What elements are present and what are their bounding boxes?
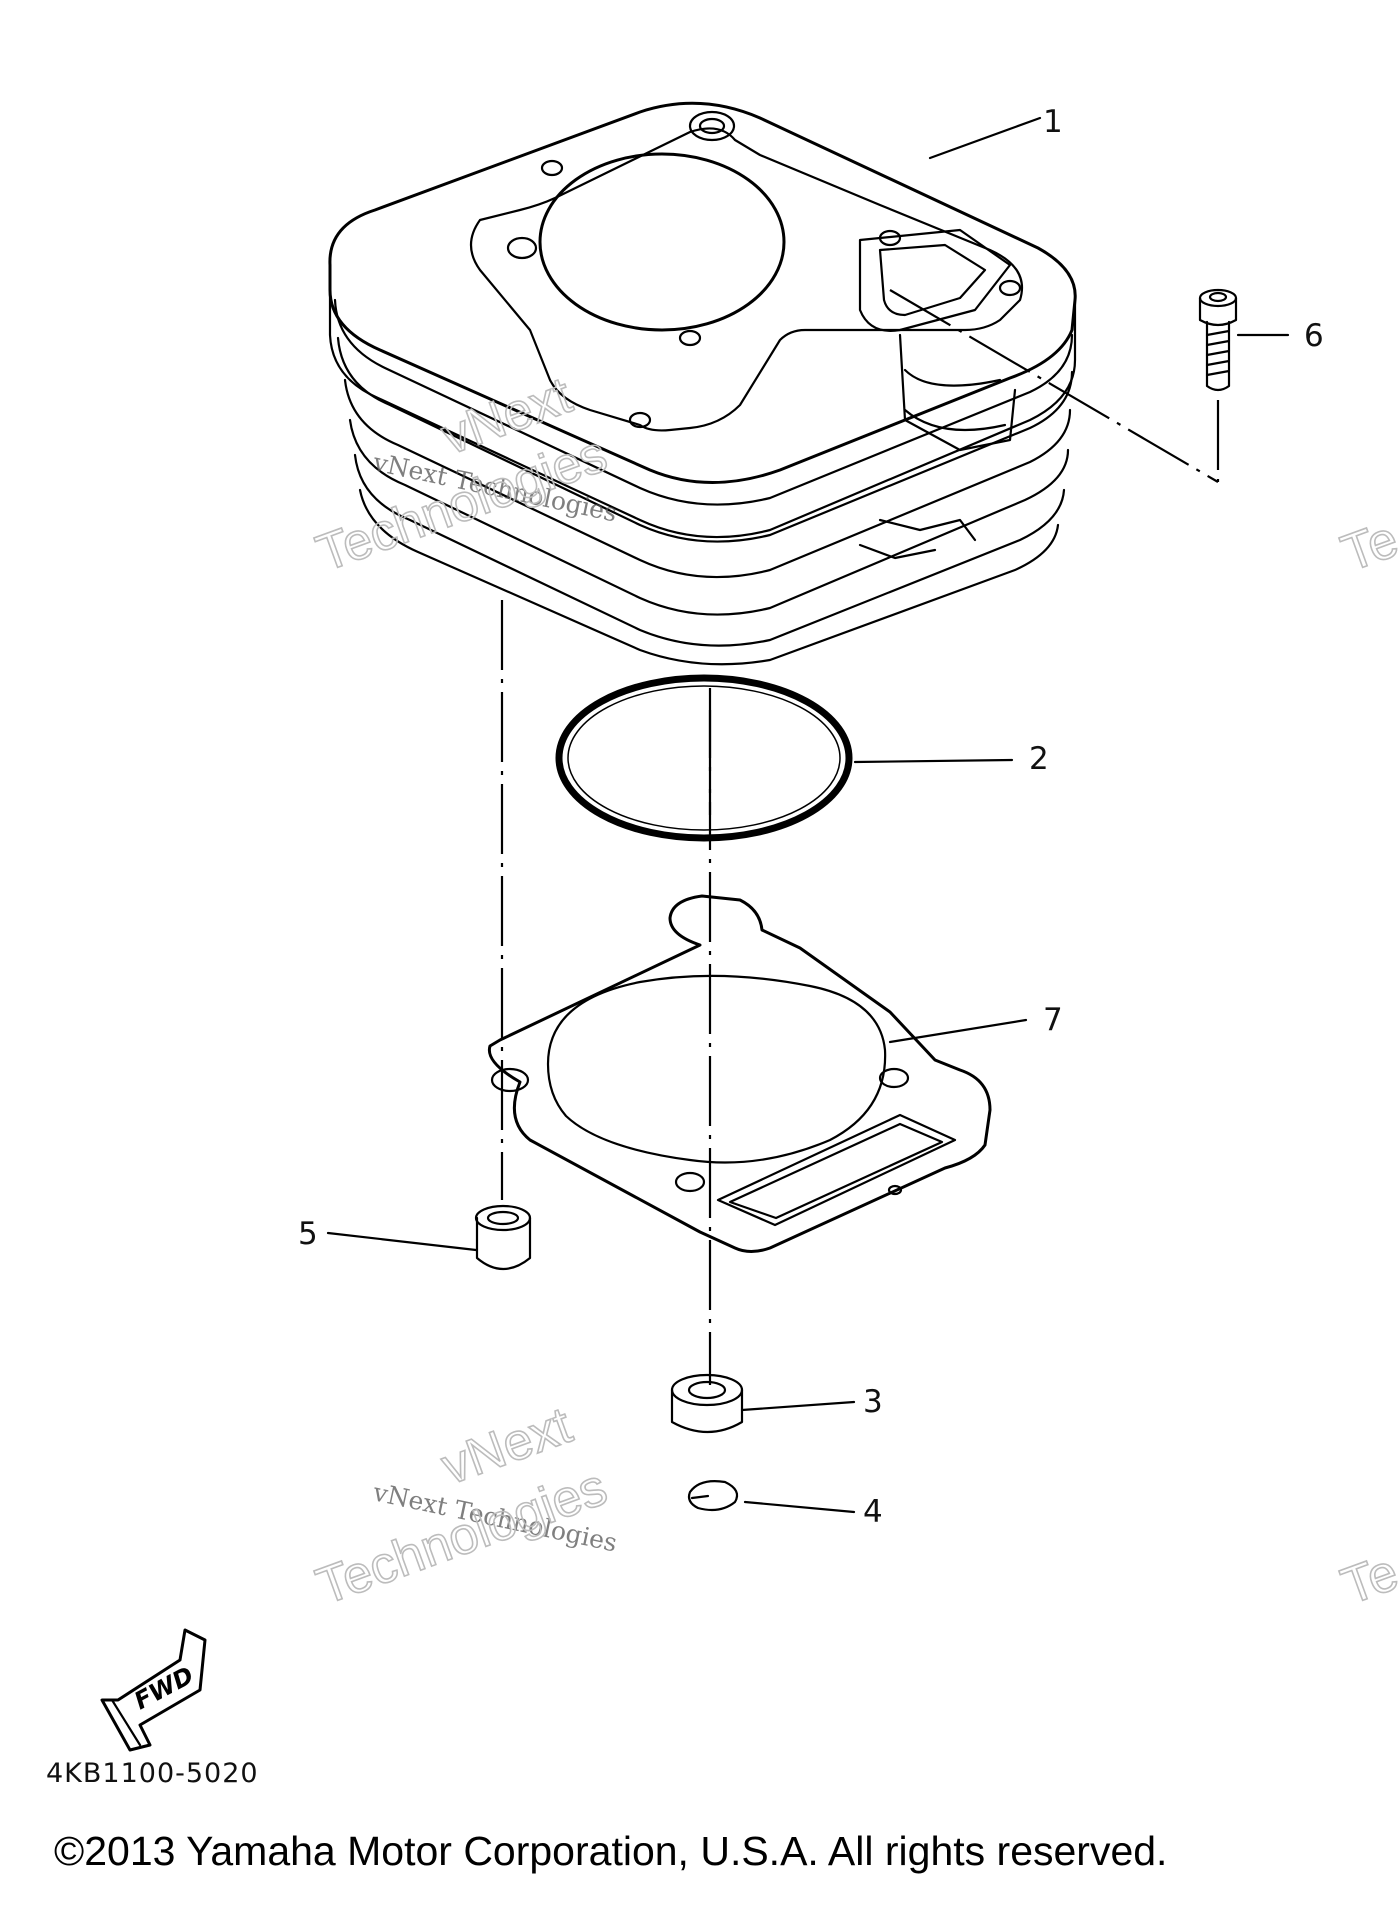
bolt-part-6: [1198, 288, 1238, 392]
watermark-lower: vNext Technologies vNext Technologies Te: [308, 1395, 1399, 1617]
callout-4: 4: [863, 1494, 883, 1530]
diagram-code: 4KB1100-5020: [46, 1758, 259, 1789]
watermark-lower-edge: Te: [1334, 1543, 1399, 1616]
callout-3: 3: [863, 1384, 883, 1420]
callout-7: 7: [1043, 1002, 1063, 1038]
cylinder-part-1: [328, 101, 1077, 666]
callout-2: 2: [1029, 741, 1049, 777]
copyright-notice: ©2013 Yamaha Motor Corporation, U.S.A. A…: [54, 1828, 1168, 1874]
callout-1: 1: [1043, 104, 1063, 140]
dowel-pin-part-3: [670, 1373, 744, 1433]
leader-lines: [326, 116, 1290, 1514]
o-ring-part-2: [555, 674, 853, 842]
fwd-arrow-icon: FWD: [100, 1628, 207, 1752]
circlip-part-4: [687, 1480, 739, 1512]
callout-6: 6: [1304, 318, 1324, 354]
base-gasket-part-7: [487, 894, 992, 1253]
callout-5: 5: [298, 1216, 318, 1252]
guide-line-bolt: [889, 289, 1219, 483]
dowel-pin-part-5: [474, 1204, 532, 1271]
watermark-upper-edge: Te: [1334, 510, 1399, 583]
